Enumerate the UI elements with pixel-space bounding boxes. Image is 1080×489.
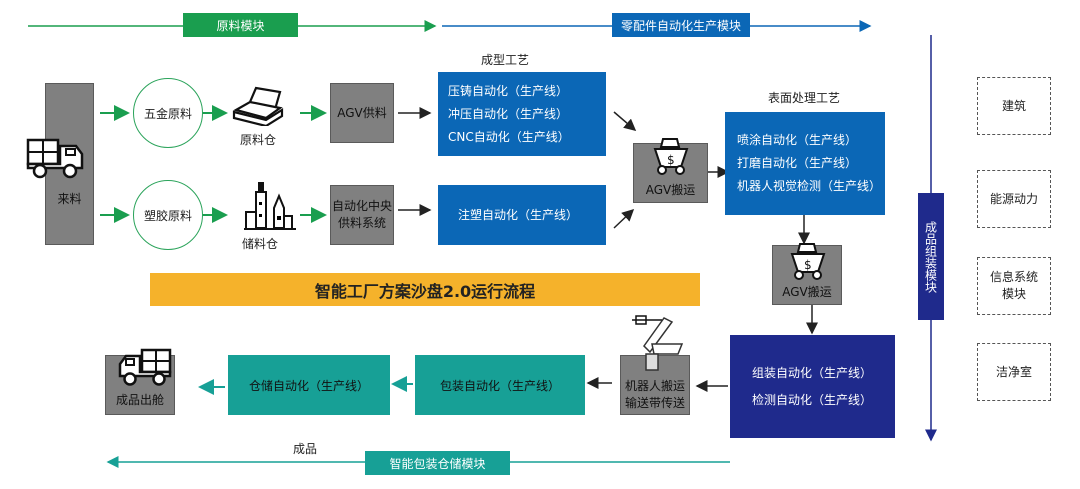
raw-module-label: 原料模块	[183, 13, 298, 37]
central-feed-box: 自动化中央供料系统	[330, 185, 394, 245]
assembly-line: 组装自动化（生产线）	[752, 365, 873, 380]
parts-module-label: 零配件自动化生产模块	[612, 13, 750, 37]
truck-icon	[118, 348, 172, 386]
surface-box: 喷涂自动化（生产线） 打磨自动化（生产线） 机器人视觉检测（生产线）	[725, 112, 885, 215]
forming-line: 冲压自动化（生产线）	[448, 106, 569, 121]
robot-line2: 输送带传送	[624, 396, 685, 410]
side-building: 建筑	[977, 77, 1051, 135]
central-feed-line1: 自动化中央	[331, 199, 392, 213]
side-cleanroom: 洁净室	[977, 343, 1051, 401]
agv-cart-icon: $	[790, 243, 826, 280]
agv-feed-box: AGV供料	[330, 83, 394, 143]
factory-icon	[244, 182, 296, 230]
injection-label: 注塑自动化（生产线）	[458, 207, 579, 222]
plastic-raw-material: 塑胶原料	[133, 180, 203, 250]
finished-label: 成品	[293, 442, 318, 456]
surface-title: 表面处理工艺	[768, 91, 841, 105]
svg-text:$: $	[804, 258, 812, 272]
info-line1: 信息系统	[989, 270, 1038, 284]
agv-cart-icon: $	[653, 138, 689, 175]
packaging-module-label: 智能包装仓储模块	[365, 451, 510, 475]
surface-line: 喷涂自动化（生产线）	[737, 133, 858, 147]
storage-line-box: 仓储自动化（生产线）	[228, 355, 390, 415]
forming-title: 成型工艺	[481, 53, 530, 67]
packaging-line-box: 包装自动化（生产线）	[415, 355, 585, 415]
packaging-line-label: 包装自动化（生产线）	[439, 378, 560, 393]
central-feed-line2: 供料系统	[337, 216, 386, 230]
agv-transport-label: AGV搬运	[645, 183, 696, 197]
storage-line-label: 仓储自动化（生产线）	[248, 378, 369, 393]
assembly-box: 组装自动化（生产线） 检测自动化（生产线）	[730, 335, 895, 438]
side-energy: 能源动力	[977, 170, 1051, 228]
outbound-label: 成品出舱	[115, 393, 164, 407]
gold-bars-icon	[232, 86, 284, 126]
surface-line: 打磨自动化（生产线）	[737, 156, 858, 170]
agv-transport-label: AGV搬运	[782, 285, 832, 299]
surface-line: 机器人视觉检测（生产线）	[737, 179, 882, 193]
side-info-system: 信息系统模块	[977, 257, 1051, 315]
robot-line1: 机器人搬运	[624, 379, 685, 393]
svg-text:$: $	[667, 153, 675, 167]
assembly-line: 检测自动化（生产线）	[752, 392, 873, 407]
info-line2: 模块	[1001, 287, 1026, 301]
page-title: 智能工厂方案沙盘2.0运行流程	[150, 273, 700, 306]
raw-warehouse-label: 原料仓	[240, 133, 277, 147]
injection-box: 注塑自动化（生产线）	[438, 185, 606, 245]
metal-raw-material: 五金原料	[133, 78, 203, 148]
incoming-label: 来料	[57, 191, 82, 206]
assembly-module-label: 成品组装模块	[918, 193, 944, 320]
forming-line: 压铸自动化（生产线）	[448, 83, 569, 98]
truck-icon	[26, 138, 84, 179]
robot-box: 机器人搬运输送带传送	[620, 355, 690, 415]
agv-feed-label: AGV供料	[337, 105, 387, 120]
forming-line: CNC自动化（生产线）	[448, 129, 570, 144]
robot-arm-icon	[632, 315, 684, 371]
storage-warehouse-label: 储料仓	[242, 237, 279, 251]
forming-box: 压铸自动化（生产线） 冲压自动化（生产线） CNC自动化（生产线）	[438, 72, 606, 156]
